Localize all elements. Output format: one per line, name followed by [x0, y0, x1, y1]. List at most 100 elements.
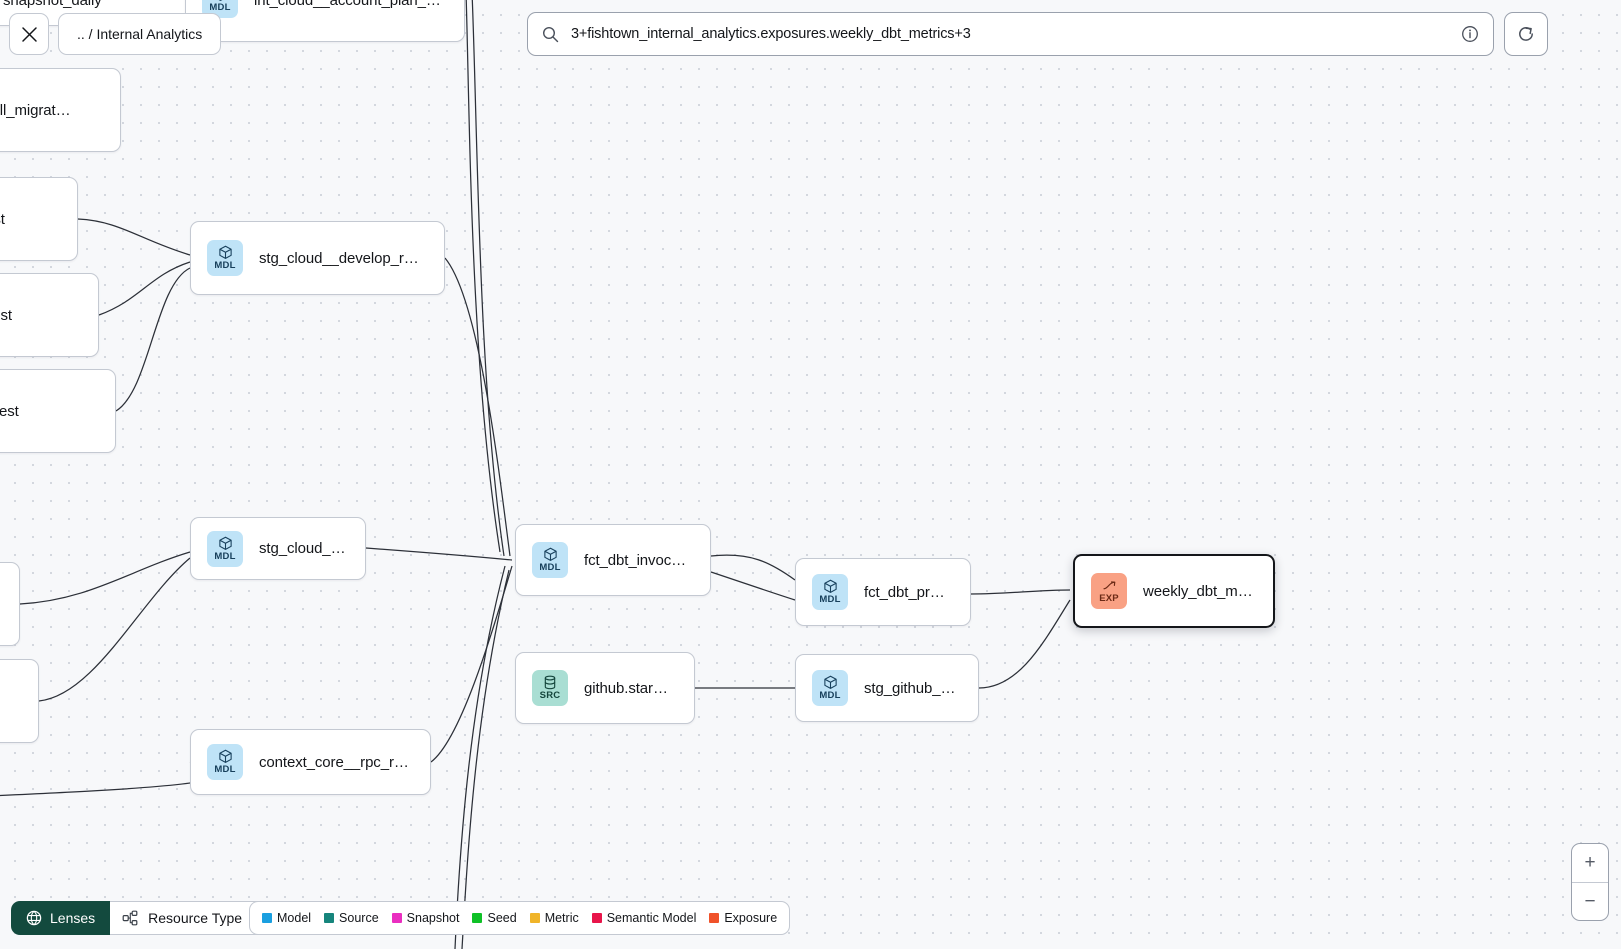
- search-input[interactable]: [571, 26, 1451, 42]
- graph-node-label: int_cloud__account_plan_history: [254, 0, 446, 9]
- legend-label: Model: [277, 911, 312, 925]
- graph-node-velop-request[interactable]: velop_request: [0, 273, 99, 357]
- mdl-badge: MDL: [207, 240, 243, 276]
- graph-node-context-core-rpc-request[interactable]: MDL context_core__rpc_request: [190, 729, 431, 795]
- cube-icon: [543, 547, 557, 561]
- lineage-edge: [454, 565, 506, 949]
- graph-node-develop-request[interactable]: _develop_request: [0, 369, 116, 453]
- exposure-chart-icon: [1102, 581, 1115, 590]
- graph-node-p-request[interactable]: p_request: [0, 177, 78, 261]
- lenses-label: Lenses: [50, 910, 96, 926]
- graph-node-label: velop_request: [0, 306, 12, 324]
- lineage-edge: [19, 551, 191, 605]
- src-badge: SRC: [532, 670, 568, 706]
- mdl-badge: MDL: [812, 574, 848, 610]
- lineage-edge: [430, 565, 513, 763]
- legend-swatch: [709, 913, 720, 923]
- cube-icon: [218, 749, 232, 763]
- zoom-in-button[interactable]: +: [1572, 844, 1608, 882]
- exp-badge-label: EXP: [1099, 593, 1119, 604]
- mdl-badge-label: MDL: [819, 594, 841, 605]
- legend-item-snapshot[interactable]: Snapshot: [391, 911, 460, 925]
- legend-label: Semantic Model: [606, 911, 697, 925]
- legend-swatch: [324, 913, 335, 923]
- resource-type-label: Resource Type: [148, 910, 243, 926]
- legend-swatch: [391, 913, 402, 923]
- close-icon: [21, 26, 37, 42]
- lenses-icon: [26, 910, 42, 926]
- lineage-edge: [970, 589, 1071, 595]
- cube-icon: [823, 675, 837, 689]
- graph-node-label: github.stargazers: [584, 679, 676, 697]
- graph-node-label: _develop_request: [0, 402, 19, 420]
- lineage-edge: [461, 569, 510, 949]
- cube-icon: [218, 536, 232, 550]
- lineage-edge: [77, 218, 191, 256]
- lineage-edge: [710, 571, 796, 601]
- graph-node-n[interactable]: n: [0, 562, 20, 646]
- close-button[interactable]: [9, 13, 49, 55]
- graph-node-fct-dbt-projects[interactable]: MDL fct_dbt_projects: [795, 558, 971, 626]
- legend-label: Seed: [487, 911, 517, 925]
- mdl-badge-label: MDL: [539, 562, 561, 573]
- graph-node-stg-github-stars[interactable]: MDL stg_github__stars: [795, 654, 979, 722]
- lineage-edge: [471, 0, 505, 557]
- mdl-badge-label: MDL: [214, 764, 236, 775]
- graph-node-label: fct_dbt_projects: [864, 583, 952, 601]
- lenses-button[interactable]: Lenses: [11, 901, 111, 935]
- graph-node-stg-cloud-runs[interactable]: MDL stg_cloud__runs: [190, 517, 366, 580]
- legend-swatch: [591, 913, 602, 923]
- mdl-badge: MDL: [532, 542, 568, 578]
- search-bar[interactable]: [527, 12, 1494, 56]
- lineage-edge: [115, 267, 191, 412]
- graph-node-github-stargazers[interactable]: SRC github.stargazers: [515, 652, 695, 724]
- src-badge-label: SRC: [539, 690, 561, 701]
- legend: Model Source Snapshot Seed Metric Semantic Mo…: [249, 901, 791, 935]
- cube-icon: [218, 245, 232, 259]
- lineage-edge: [465, 0, 501, 553]
- graph-node-weekly-dbt-metrics[interactable]: EXP weekly_dbt_metrics: [1073, 554, 1275, 628]
- zoom-out-button[interactable]: −: [1572, 882, 1608, 920]
- lineage-edge: [444, 257, 511, 557]
- legend-item-exposure[interactable]: Exposure: [709, 911, 777, 925]
- graph-node-label: weekly_dbt_metrics: [1143, 582, 1255, 600]
- lineage-edge: [978, 599, 1071, 689]
- legend-item-metric[interactable]: Metric: [529, 911, 579, 925]
- graph-node-run[interactable]: .run: [0, 659, 39, 743]
- legend-item-model[interactable]: Model: [262, 911, 311, 925]
- graph-node-label: stg_github__stars: [864, 679, 960, 697]
- legend-label: Source: [339, 911, 379, 925]
- exp-badge: EXP: [1091, 573, 1127, 609]
- graph-node-multicell-migrat[interactable]: multicell_migrat…: [0, 68, 121, 152]
- legend-label: Exposure: [724, 911, 778, 925]
- lineage-edge: [710, 554, 796, 581]
- legend-label: Snapshot: [406, 911, 460, 925]
- database-icon: [544, 675, 556, 690]
- legend-item-seed[interactable]: Seed: [472, 911, 517, 925]
- graph-node-label: p_request: [0, 210, 5, 228]
- zoom-out-label: −: [1584, 890, 1596, 912]
- graph-node-fct-dbt-invocations[interactable]: MDL fct_dbt_invocations: [515, 524, 711, 596]
- legend-swatch: [262, 913, 272, 923]
- mdl-badge: MDL: [207, 530, 243, 567]
- breadcrumb[interactable]: .. / Internal Analytics: [58, 13, 222, 55]
- zoom-controls: + −: [1571, 843, 1609, 921]
- legend-item-source[interactable]: Source: [324, 911, 379, 925]
- graph-node-label: context_core__rpc_request: [259, 753, 412, 771]
- legend-item-semantic-model[interactable]: Semantic Model: [591, 911, 697, 925]
- search-icon: [542, 26, 559, 43]
- mdl-badge-label: MDL: [819, 690, 841, 701]
- resource-type-icon: [122, 910, 138, 925]
- lineage-edge: [365, 547, 513, 561]
- refresh-button[interactable]: [1504, 12, 1548, 56]
- cube-icon: [218, 0, 222, 1]
- graph-node-label: snapshot_daily: [3, 0, 102, 9]
- graph-node-label: stg_cloud__runs: [259, 540, 347, 557]
- mdl-badge: MDL: [812, 670, 848, 706]
- graph-node-label: fct_dbt_invocations: [584, 551, 692, 569]
- info-icon[interactable]: [1461, 25, 1479, 43]
